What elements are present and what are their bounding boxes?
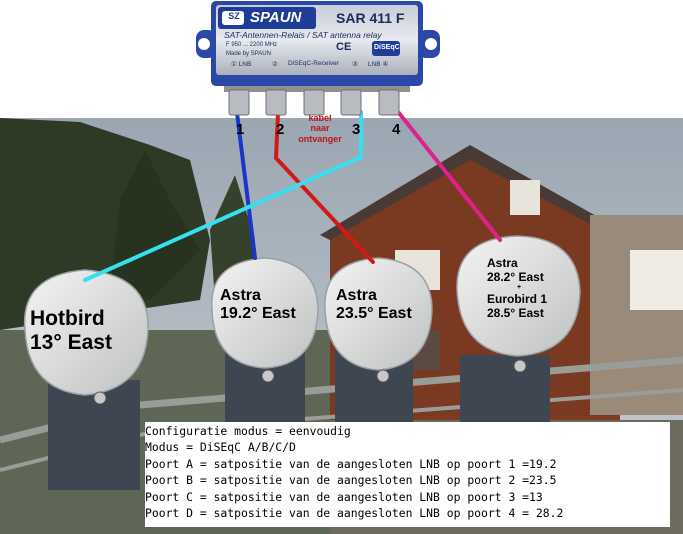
- lnb-hotbird-position: 13° East: [30, 331, 112, 355]
- device-port-label-1: ① LNB: [231, 61, 252, 68]
- lnb-eurobird-name: Eurobird 1: [487, 292, 548, 306]
- f-connectors: [228, 89, 400, 116]
- cable-port-2: [273, 111, 375, 264]
- port-number-4: 4: [392, 121, 401, 138]
- port-number-1: 1: [236, 121, 245, 138]
- device-subtitle: SAT-Antennen-Relais / SAT antenna relay: [224, 30, 382, 40]
- cable-note: kabel naar ontvanger: [285, 113, 355, 144]
- device-port-label-4: LNB ④: [368, 61, 389, 68]
- config-line-diseqc: Modus = DiSEqC A/B/C/D: [145, 440, 296, 455]
- device-made-by: Made by SPAUN: [226, 51, 271, 57]
- lnb-eurobird-position: 28.5° East: [487, 306, 544, 320]
- lnb-label-hotbird: Hotbird 13° East: [30, 307, 140, 355]
- lnb-astra282-name: Astra: [487, 256, 518, 270]
- cable-port-1: [235, 111, 257, 260]
- device-model: SAR 411 F: [336, 10, 405, 26]
- port-number-3: 3: [352, 121, 361, 138]
- cable-port-3: [83, 110, 363, 282]
- lnb-holders: [48, 345, 550, 490]
- cable-lines: [83, 110, 502, 282]
- lnb-label-astra-282: Astra 28.2° East + Eurobird 1 28.5° East: [487, 256, 567, 320]
- lnb-astra235-name: Astra: [336, 287, 377, 304]
- diseqc-switch: [196, 1, 440, 116]
- lnb-caps: [23, 235, 581, 396]
- cable-note-line-3: ontvanger: [298, 133, 342, 144]
- brand-logo: SPAUN: [250, 9, 302, 26]
- screws: [93, 359, 527, 405]
- lnb-astra192-position: 19.2° East: [220, 305, 296, 323]
- config-line-port-c: Poort C = satpositie van de aangesloten …: [145, 489, 543, 504]
- device-port-label-3: ③: [352, 61, 358, 68]
- lnb-hotbird-name: Hotbird: [30, 307, 105, 330]
- cable-port-4: [397, 111, 502, 242]
- lnb-astra282-plus: +: [517, 284, 522, 291]
- cable-note-line-1: kabel: [308, 113, 332, 123]
- cable-note-line-2: naar: [310, 123, 330, 134]
- lnb-astra282-position: 28.2° East: [487, 270, 544, 284]
- lnb-label-astra-235: Astra 23.5° East: [336, 287, 436, 324]
- ce-mark: CE: [336, 41, 352, 53]
- port-number-2: 2: [276, 121, 285, 138]
- device-port-label-2: ②: [272, 61, 278, 68]
- brand-badge: SZ: [228, 11, 240, 21]
- lnb-label-astra-192: Astra 19.2° East: [220, 287, 320, 324]
- lnb-astra192-name: Astra: [220, 287, 261, 304]
- device-port-label-receiver: DiSEqC-Receiver: [288, 60, 339, 67]
- diseqc-badge: DiSEqC: [374, 44, 400, 51]
- config-line-port-d: Poort D = satpositie van de aangesloten …: [145, 506, 564, 521]
- configuration-box: Configuratie modus = eenvoudig Modus = D…: [145, 422, 670, 527]
- config-line-port-a: Poort A = satpositie van de aangesloten …: [145, 456, 557, 471]
- lnb-astra235-position: 23.5° East: [336, 305, 412, 323]
- device-frequency: F 950 ... 2200 MHz: [226, 42, 278, 48]
- config-line-mode: Configuratie modus = eenvoudig: [145, 424, 351, 438]
- config-line-port-b: Poort B = satpositie van de aangesloten …: [145, 473, 557, 488]
